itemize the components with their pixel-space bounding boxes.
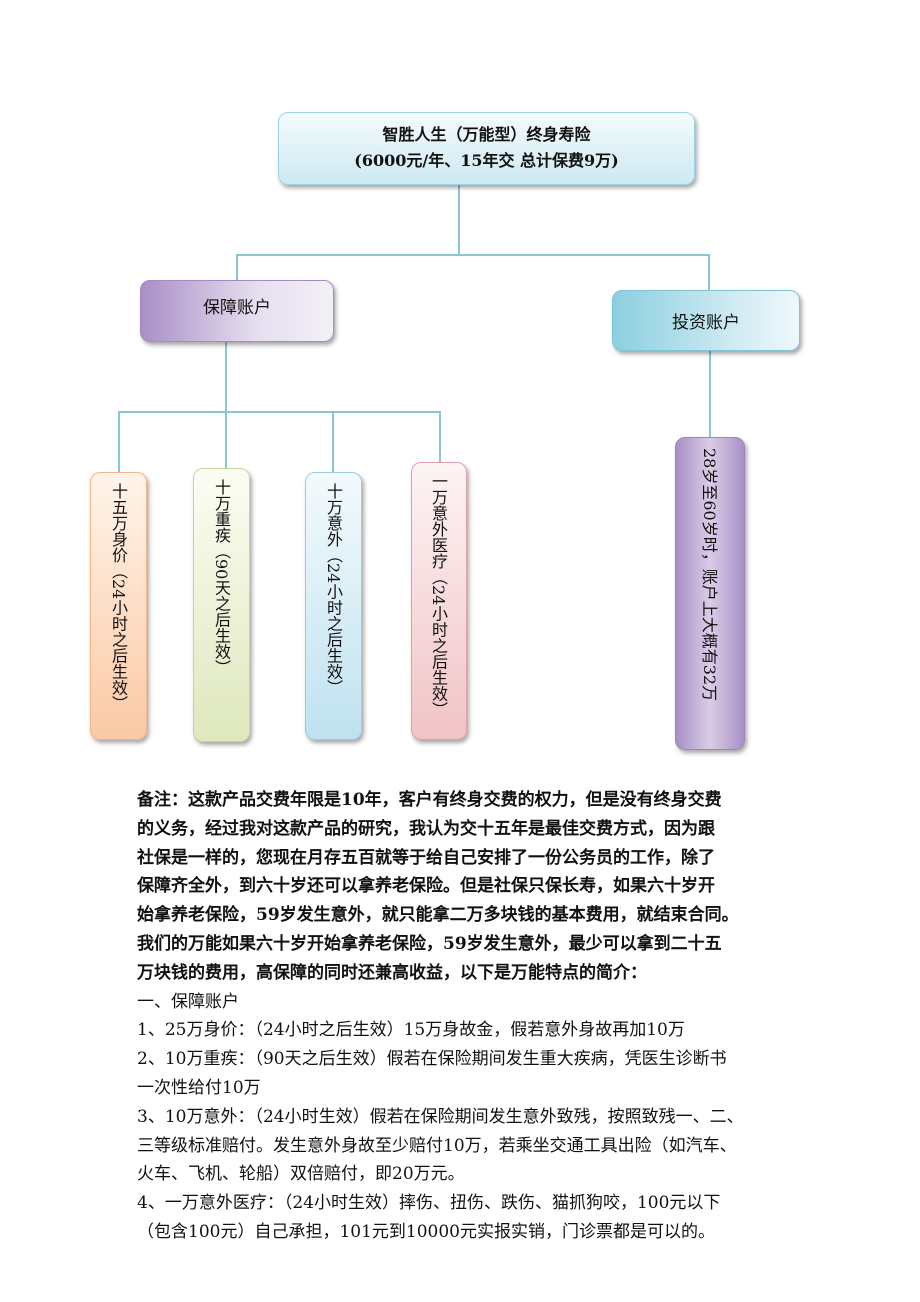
feature-line: 火车、飞机、轮船）双倍赔付，即20万元。 xyxy=(137,1164,465,1185)
note-line: 万块钱的费用，高保障的同时还兼高收益，以下是万能特点的简介： xyxy=(137,962,647,983)
product-title-box: 智胜人生（万能型）终身寿险 (6000元/年、15年交 总计保费9万) xyxy=(278,112,695,185)
product-terms: (6000元/年、15年交 总计保费9万) xyxy=(354,151,619,170)
feature-line: 一次性给付10万 xyxy=(137,1077,261,1098)
investment-projection-text: 28岁至60岁时，账户上大概有32万 xyxy=(700,448,719,702)
note-line: 社保是一样的，您现在月存五百就等于给自己安排了一份公务员的工作，除了 xyxy=(137,847,715,868)
benefit-box-life: 十五万身价（24小时之后生效） xyxy=(90,472,147,740)
investment-account-box: 投资账户 xyxy=(612,290,800,351)
connector xyxy=(225,411,227,468)
note-line: 备注：这款产品交费年限是10年，客户有终身交费的权力，但是没有终身交费 xyxy=(137,790,722,810)
benefit-box-accident-medical: 一万意外医疗（24小时之后生效） xyxy=(411,462,467,740)
note-line: 我们的万能如果六十岁开始拿养老保险，59岁发生意外，最少可以拿到二十五 xyxy=(137,933,722,954)
benefit-text: 十万重疾（90天之后生效） xyxy=(212,479,231,676)
benefit-text: 十五万身价（24小时之后生效） xyxy=(109,483,128,712)
note-line: 的义务，经过我对这款产品的研究，我认为交十五年是最佳交费方式，因为跟 xyxy=(137,818,715,839)
section-heading: 一、保障账户 xyxy=(137,991,239,1012)
connector xyxy=(708,254,710,290)
notes-section: 备注：这款产品交费年限是10年，客户有终身交费的权力，但是没有终身交费 的义务，… xyxy=(137,786,797,1247)
connector xyxy=(225,342,227,412)
connector xyxy=(118,411,441,413)
benefit-box-critical-illness: 十万重疾（90天之后生效） xyxy=(193,468,250,742)
protection-account-label: 保障账户 xyxy=(203,298,271,318)
investment-account-label: 投资账户 xyxy=(672,313,740,333)
protection-account-box: 保障账户 xyxy=(140,280,334,342)
connector xyxy=(709,351,711,437)
note-line: 始拿养老保险，59岁发生意外，就只能拿二万多块钱的基本费用，就结束合同。 xyxy=(137,905,739,926)
connector xyxy=(118,411,120,472)
benefit-text: 一万意外医疗（24小时之后生效） xyxy=(429,473,448,718)
note-line: 保障齐全外，到六十岁还可以拿养老保险。但是社保只保长寿，如果六十岁开 xyxy=(137,876,715,897)
connector xyxy=(439,411,441,462)
benefit-text: 十万意外（24小时之后生效） xyxy=(324,483,343,696)
feature-line: 1、25万身价：（24小时之后生效）15万身故金，假若意外身故再加10万 xyxy=(137,1020,685,1041)
connector xyxy=(332,411,334,472)
connector xyxy=(236,254,238,280)
feature-line: （包含100元）自己承担，101元到10000元实报实销，门诊票都是可以的。 xyxy=(137,1221,715,1242)
feature-line: 三等级标准赔付。发生意外身故至少赔付10万，若乘坐交通工具出险（如汽车、 xyxy=(137,1135,737,1156)
feature-line: 4、一万意外医疗：（24小时生效）摔伤、扭伤、跌伤、猫抓狗咬，100元以下 xyxy=(137,1193,721,1214)
connector xyxy=(236,254,710,256)
product-title: 智胜人生（万能型）终身寿险 xyxy=(382,125,591,144)
investment-projection-box: 28岁至60岁时，账户上大概有32万 xyxy=(675,437,745,750)
connector xyxy=(458,185,460,255)
feature-line: 3、10万意外：（24小时生效）假若在保险期间发生意外致残，按照致残一、二、 xyxy=(137,1106,744,1127)
feature-line: 2、10万重疾：（90天之后生效）假若在保险期间发生重大疾病，凭医生诊断书 xyxy=(137,1049,727,1070)
benefit-box-accident: 十万意外（24小时之后生效） xyxy=(305,472,362,740)
